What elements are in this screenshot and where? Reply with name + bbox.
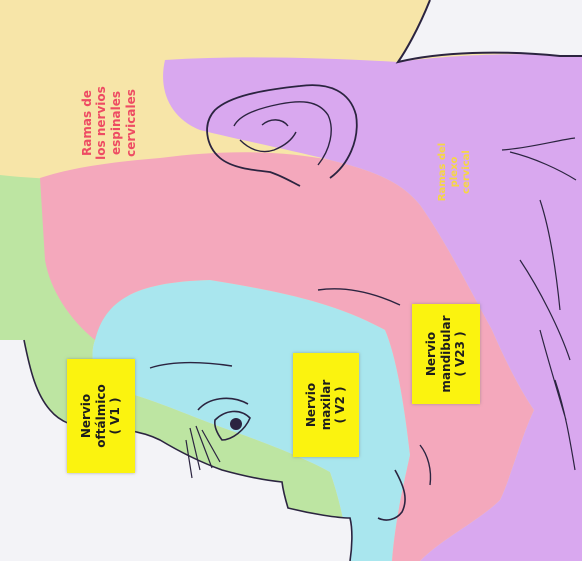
pupil	[230, 418, 242, 430]
head-outline	[398, 0, 582, 62]
label-v3-box: Nervio mandibular ( V23 )	[412, 304, 480, 404]
label-plexo-line-3: cervical	[461, 150, 473, 194]
label-v1-line-1: Nervio	[79, 394, 94, 438]
label-plexo: Ramas del plexo cervical	[428, 127, 482, 217]
label-plexo-line-2: plexo	[449, 157, 461, 188]
label-v2-line-2: maxilar	[319, 380, 334, 431]
label-v3-line-2: mandibular	[439, 315, 454, 392]
label-v2-line-3: ( V2 )	[333, 387, 348, 424]
label-v3-line-1: Nervio	[424, 332, 439, 376]
label-cervical-line-4: cervicales	[124, 89, 139, 157]
label-cervical: Ramas de los nervios espinales cervicale…	[74, 68, 144, 178]
label-v1-box: Nervio oftálmico ( V1 )	[67, 359, 135, 473]
label-v1-line-3: ( V1 )	[108, 398, 123, 435]
label-cervical-line-3: espinales	[109, 91, 124, 155]
label-v2-box: Nervio maxilar ( V2 )	[293, 353, 359, 457]
label-v2-line-1: Nervio	[304, 383, 319, 427]
label-cervical-line-2: los nervios	[94, 86, 109, 160]
label-v1-line-2: oftálmico	[94, 384, 109, 447]
label-v3-line-3: ( V23 )	[453, 331, 468, 376]
label-plexo-line-1: Ramas del	[437, 143, 449, 201]
label-cervical-line-1: Ramas de	[80, 90, 95, 156]
